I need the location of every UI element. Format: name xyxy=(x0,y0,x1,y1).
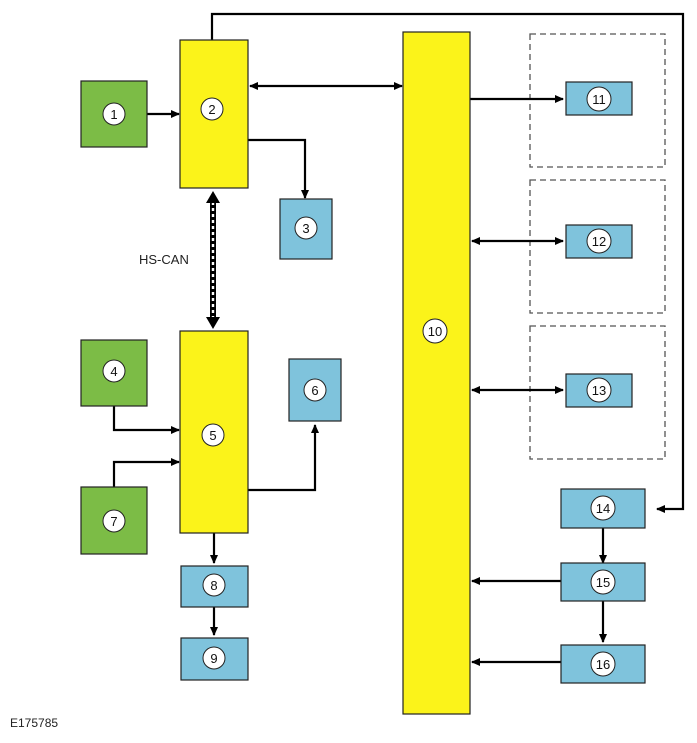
label-8: 8 xyxy=(210,578,217,593)
connector-2-to-3 xyxy=(248,138,309,199)
badge-1 xyxy=(102,102,126,126)
connector-4-to-5 xyxy=(112,406,180,434)
label-7: 7 xyxy=(110,514,117,529)
label-9: 9 xyxy=(210,651,217,666)
badge-3 xyxy=(294,216,318,240)
badge-10 xyxy=(422,318,448,344)
dashed-group-11 xyxy=(529,33,666,168)
label-12: 12 xyxy=(592,234,606,249)
dashed-group-12 xyxy=(529,179,666,314)
label-6: 6 xyxy=(311,383,318,398)
badge-5 xyxy=(201,423,225,447)
badge-7 xyxy=(102,509,126,533)
dashed-group-13 xyxy=(529,325,666,460)
connector-7-to-5 xyxy=(112,458,180,487)
badge-9 xyxy=(202,646,226,670)
label-13: 13 xyxy=(592,383,606,398)
label-1: 1 xyxy=(110,107,117,122)
label-2: 2 xyxy=(208,102,215,117)
badge-13 xyxy=(586,377,612,403)
badge-16 xyxy=(590,651,616,677)
label-11: 11 xyxy=(592,92,606,107)
badge-15 xyxy=(590,569,616,595)
figure-id: E175785 xyxy=(10,716,58,730)
hs-can-label: HS-CAN xyxy=(139,252,189,267)
label-4: 4 xyxy=(110,364,117,379)
hs-can-arrow-down xyxy=(206,317,220,329)
label-5: 5 xyxy=(209,428,216,443)
label-16: 16 xyxy=(596,657,610,672)
badge-12 xyxy=(586,228,612,254)
label-10: 10 xyxy=(428,324,442,339)
hs-can-arrow-up xyxy=(206,191,220,203)
badge-11 xyxy=(586,86,612,112)
label-3: 3 xyxy=(302,221,309,236)
badge-14 xyxy=(590,495,616,521)
badge-4 xyxy=(102,359,126,383)
label-15: 15 xyxy=(596,575,610,590)
badge-2 xyxy=(200,97,224,121)
badge-8 xyxy=(202,573,226,597)
box-10 xyxy=(402,31,471,715)
connector-2-to-14 xyxy=(210,12,685,513)
badge-6 xyxy=(303,378,327,402)
connector-5-to-6 xyxy=(248,424,319,492)
label-14: 14 xyxy=(596,501,610,516)
